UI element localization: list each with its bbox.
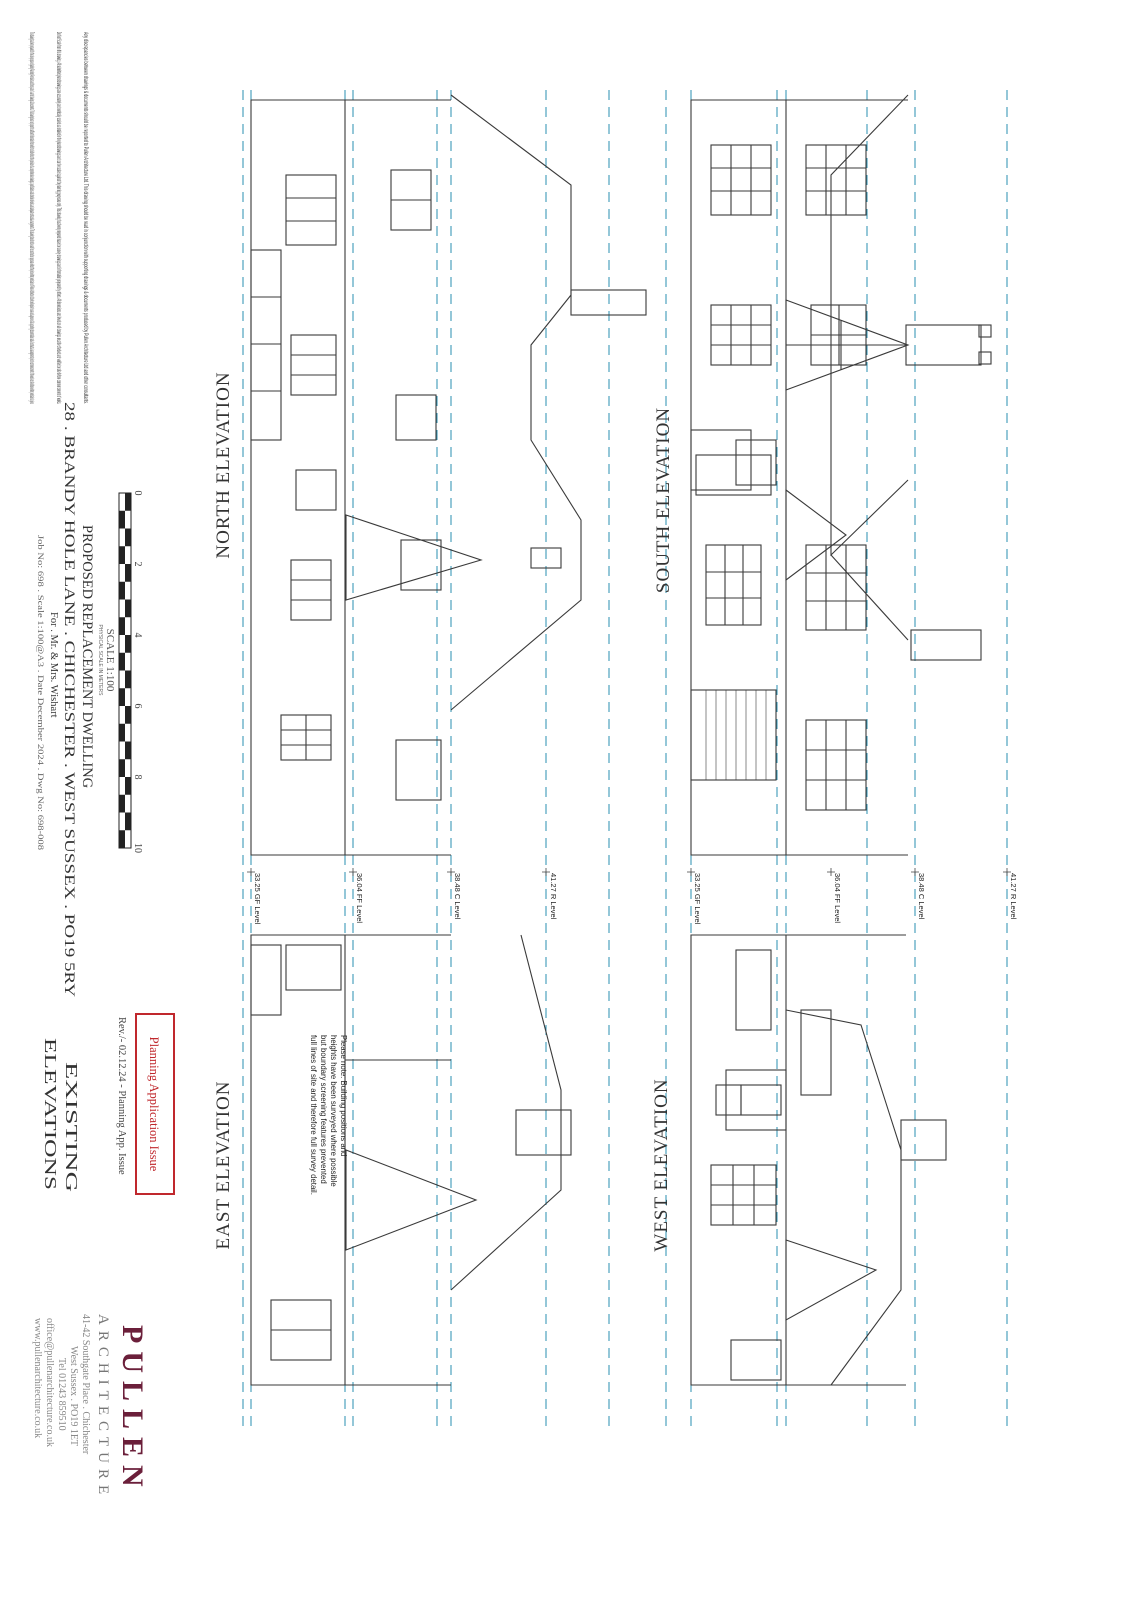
- south-level-ff: 36.04 FF Level: [833, 873, 842, 923]
- disclaimer-block: This drawing has been prepared for the s…: [28, 32, 89, 404]
- south-elevation-title: SOUTH ELEVATION: [653, 407, 674, 593]
- company-email: office@pullenarchitecture.co.uk: [44, 1318, 55, 1447]
- company-tel: Tel 01243 859510: [56, 1358, 67, 1431]
- project-title: PROPOSED REPLACEMENT DWELLING: [79, 525, 95, 789]
- company-tagline: ARCHITECTURE: [95, 1314, 111, 1500]
- status-block: Planning Application Issue Rev./- 02.12.…: [116, 1013, 175, 1195]
- north-elevation: [250, 94, 647, 856]
- north-level-ridge: 41.27 R Level: [549, 873, 558, 920]
- north-elevation-title: NORTH ELEVATION: [213, 371, 234, 558]
- scale-tick-8: 8: [132, 775, 143, 780]
- status-badge-label: Planning Application Issue: [147, 1037, 161, 1172]
- scale-tick-10: 10: [132, 843, 143, 853]
- drawing-title: EXISTING ELEVATIONS: [41, 1038, 81, 1192]
- company-address1: 41-42 Southgate Place . Chichester: [80, 1314, 91, 1455]
- project-info: PROPOSED REPLACEMENT DWELLING 28 . BRAND…: [36, 402, 95, 998]
- south-level-gf: 33.25 GF Level: [693, 873, 702, 925]
- project-address: 28 . BRANDY HOLE LANE . CHICHESTER . WES…: [61, 402, 77, 998]
- east-elevation-title: EAST ELEVATION: [213, 1081, 234, 1250]
- project-client: For . Mr. & Mrs. Wishart: [48, 612, 59, 718]
- scale-sublabel: PHYSICAL SCALE IN METERS: [97, 625, 103, 697]
- level-lines: [242, 90, 1008, 1430]
- note-line-2: heights have been surveyed where possibl…: [329, 1035, 338, 1187]
- south-elevation: [690, 94, 992, 856]
- rotated-drawing: This drawing has been prepared for the s…: [28, 32, 1018, 1500]
- west-elevation-title: WEST ELEVATION: [651, 1078, 672, 1251]
- north-level-gf: 33.25 GF Level: [253, 873, 262, 925]
- east-elevation: [250, 934, 572, 1386]
- south-level-ceiling: 38.48 C Level: [917, 873, 926, 920]
- scale-label: SCALE 1:100: [104, 629, 116, 692]
- disclaimer-p1: This drawing has been prepared for the s…: [28, 32, 35, 404]
- scale-tick-4: 4: [132, 633, 143, 638]
- scale-tick-0: 0: [132, 491, 143, 496]
- scale-tick-2: 2: [132, 562, 143, 567]
- survey-note: Please note: Building positions and heig…: [309, 1035, 348, 1195]
- disclaimer-p3: Any discrepancies between drawings & doc…: [82, 32, 89, 404]
- north-level-ff: 36.04 FF Level: [355, 873, 364, 923]
- scale-bar: 0 2 4 6 8 10 SCALE 1:100 PHYSICAL SCALE …: [97, 491, 143, 854]
- company-web: www.pullenarchitecture.co.uk: [32, 1318, 43, 1438]
- west-elevation: [690, 934, 947, 1386]
- south-level-ridge: 41.27 R Level: [1009, 873, 1018, 920]
- drawing-title-line1: EXISTING: [62, 1062, 81, 1192]
- company-name: PULLEN: [116, 1325, 149, 1495]
- drawing-title-line2: ELEVATIONS: [41, 1038, 60, 1190]
- status-badge: [135, 1013, 175, 1195]
- north-level-ceiling: 38.48 C Level: [453, 873, 462, 920]
- project-job-line: Job No: 698 . Scale 1:100@A3 . Date Dece…: [36, 535, 46, 850]
- disclaimer-p2: Do Not Scale from this drawing. All subm…: [55, 32, 62, 404]
- company-address2: West Sussex . PO19 1ET: [68, 1346, 79, 1446]
- company-block: PULLEN ARCHITECTURE 41-42 Southgate Plac…: [32, 1314, 149, 1500]
- scale-tick-6: 6: [132, 704, 143, 709]
- note-line-3: but boundary screening features prevente…: [319, 1035, 328, 1184]
- note-line-4: full lines of site and therefore full su…: [309, 1035, 318, 1195]
- revision-line: Rev./- 02.12.24 - Planning App. Issue: [116, 1017, 127, 1175]
- level-labels: 41.27 R Level 38.48 C Level 36.04 FF Lev…: [247, 868, 1018, 925]
- note-line-1: Please note: Building positions and: [339, 1035, 348, 1156]
